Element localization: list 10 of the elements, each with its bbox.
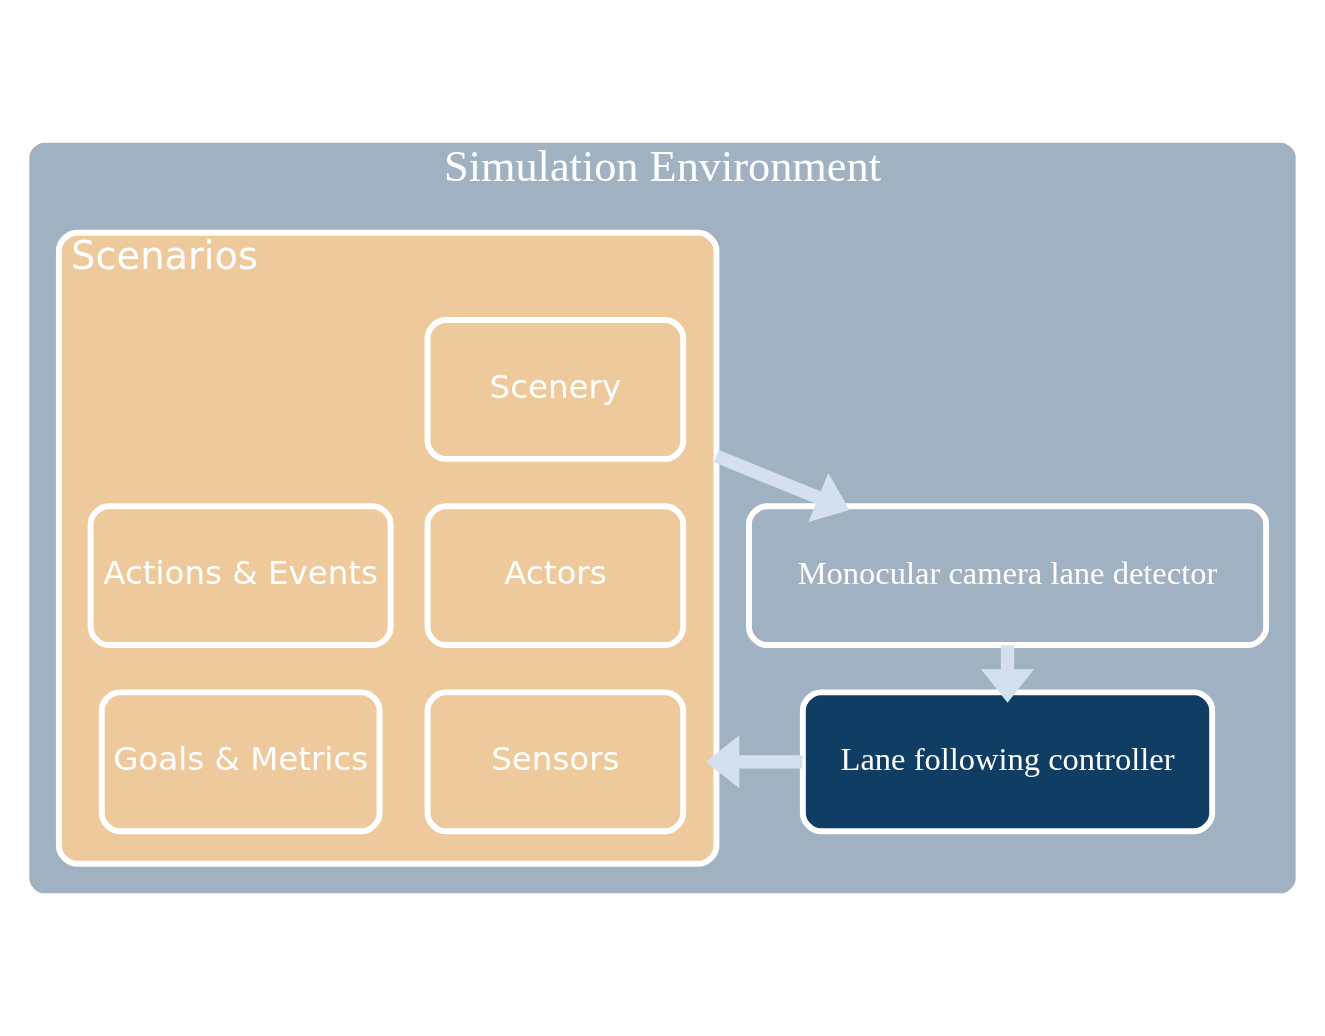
arrow	[705, 735, 803, 789]
node-box: Scenery	[424, 317, 687, 462]
node-box: Monocular camera lane detector	[746, 503, 1270, 649]
node-box: Goals & Metrics	[98, 689, 383, 835]
arrow	[981, 645, 1034, 703]
node-box: Sensors	[424, 689, 687, 835]
node-box: Actions & Events	[87, 503, 394, 649]
arrow	[713, 450, 850, 522]
node-box: Lane following controller	[799, 689, 1216, 835]
node-box: Actors	[424, 503, 687, 649]
